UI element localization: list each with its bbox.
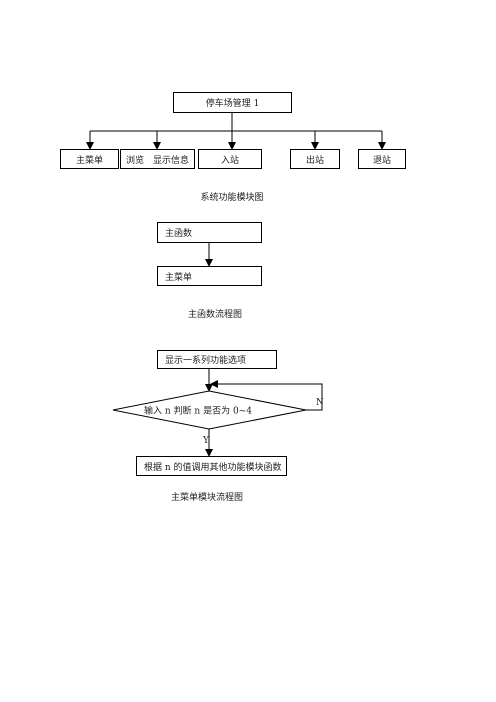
decision-diamond bbox=[112, 390, 307, 430]
module-withdraw-station: 退站 bbox=[358, 149, 406, 169]
diagram1-connectors bbox=[86, 113, 386, 150]
main-function-node: 主函数 bbox=[157, 222, 262, 243]
module-exit-station: 出站 bbox=[290, 149, 340, 169]
show-options-node: 显示一系列功能选项 bbox=[157, 350, 277, 369]
diagram1-caption: 系统功能模块图 bbox=[200, 193, 264, 203]
module-enter-station: 入站 bbox=[198, 149, 262, 169]
decision-text: 输入 n 判断 n 是否为 0~4 bbox=[144, 406, 252, 417]
module-browse-display: 浏览 显示信息 bbox=[120, 149, 195, 169]
diagram3-caption: 主菜单模块流程图 bbox=[170, 493, 244, 503]
no-branch-label: N bbox=[316, 398, 324, 408]
yes-branch-label: Y bbox=[203, 436, 209, 446]
diagram3-connectors bbox=[205, 369, 323, 457]
call-function-node: 根据 n 的值调用其他功能模块函数 bbox=[136, 456, 287, 476]
diagram2-caption: 主函数流程图 bbox=[187, 310, 243, 320]
module-main-menu: 主菜单 bbox=[60, 149, 119, 169]
root-node: 停车场管理 1 bbox=[173, 92, 292, 113]
main-menu-node: 主菜单 bbox=[157, 266, 262, 286]
